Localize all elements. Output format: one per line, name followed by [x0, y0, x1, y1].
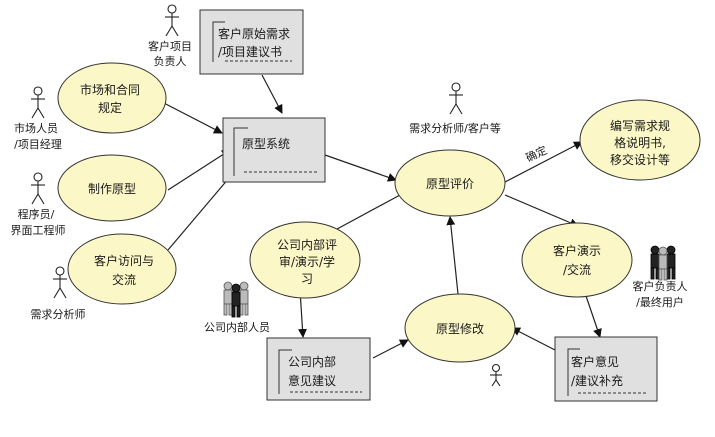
process-prototype-modify: 原型修改	[404, 293, 516, 363]
actor-client-users-label-2: /最终用户	[636, 295, 684, 309]
actor-analyst-client-icon	[449, 82, 463, 115]
actor-unlabeled-icon	[490, 363, 502, 387]
eval-label: 原型评价	[426, 177, 474, 191]
actor-analyst-icon	[53, 266, 67, 299]
actor-market-staff-label-1: 市场人员	[14, 121, 58, 135]
actor-programmer-label-2: 界面工程师	[11, 224, 66, 237]
connector-arrows	[157, 74, 602, 359]
make-prototype-label: 制作原型	[88, 182, 136, 196]
client-demo-label-2: /交流	[563, 262, 591, 277]
visit-label-2: 交流	[112, 272, 136, 287]
actor-analyst-label: 需求分析师	[31, 307, 86, 321]
spec-label-1: 编写需求规	[610, 118, 670, 133]
actor-client-users-label-1: 客户负责人	[633, 279, 688, 293]
internal-feedback-label-1: 公司内部	[288, 354, 336, 369]
spec-label-3: 移交设计等	[610, 152, 670, 167]
process-client-demo: 客户演示 /交流	[521, 222, 633, 298]
doc-prototype-system: 原型系统	[222, 117, 326, 183]
spec-label-2: 格说明书,	[614, 135, 666, 150]
actor-project-owner-label-1: 客户项目	[148, 39, 192, 53]
market-label-2: 规定	[98, 100, 122, 115]
process-market-contract: 市场和合同 规定	[57, 62, 167, 134]
actor-analyst-client-label: 需求分析师/客户等	[409, 121, 501, 135]
actor-project-owner-icon	[165, 4, 179, 37]
market-label-1: 市场和合同	[80, 82, 140, 97]
internal-feedback-label-2: 意见建议	[288, 373, 336, 388]
modify-label: 原型修改	[436, 321, 484, 336]
client-demo-label-1: 客户演示	[553, 243, 601, 258]
doc-internal-feedback: 公司内部 意见建议	[266, 337, 371, 401]
proto-system-label: 原型系统	[242, 137, 290, 151]
actor-market-staff-label-2: /项目经理	[14, 138, 62, 151]
orig-req-label-2: /项目建议书	[218, 45, 282, 59]
process-internal-review: 公司内部评 审/演示/学 习	[249, 221, 361, 299]
doc-client-feedback: 客户意见 /建议补充	[554, 336, 658, 402]
internal-review-label-1: 公司内部评	[277, 237, 337, 252]
actor-company-staff-icon	[223, 281, 249, 318]
process-make-prototype: 制作原型	[57, 154, 167, 222]
process-write-spec: 编写需求规 格说明书, 移交设计等	[579, 99, 701, 181]
actor-market-staff-icon	[31, 86, 45, 119]
doc-client-original-request: 客户原始需求 /项目建议书	[199, 9, 304, 75]
client-feedback-label-1: 客户意见	[571, 354, 619, 369]
internal-review-label-2: 审/演示/学	[279, 254, 335, 269]
actor-project-owner-label-2: 负责人	[154, 54, 187, 68]
orig-req-label-1: 客户原始需求	[218, 26, 290, 41]
actor-programmer-icon	[31, 172, 45, 205]
process-prototype-evaluation: 原型评价	[394, 149, 506, 217]
visit-label-1: 客户访问与	[94, 253, 154, 268]
process-client-visit: 客户访问与 交流	[67, 233, 177, 305]
actor-company-staff-label: 公司内部人员	[204, 320, 270, 334]
actor-programmer-label-1: 程序员/	[18, 207, 55, 221]
internal-review-label-3: 习	[301, 272, 313, 286]
actor-client-users-icon	[650, 245, 676, 281]
client-feedback-label-2: /建议补充	[571, 373, 623, 388]
